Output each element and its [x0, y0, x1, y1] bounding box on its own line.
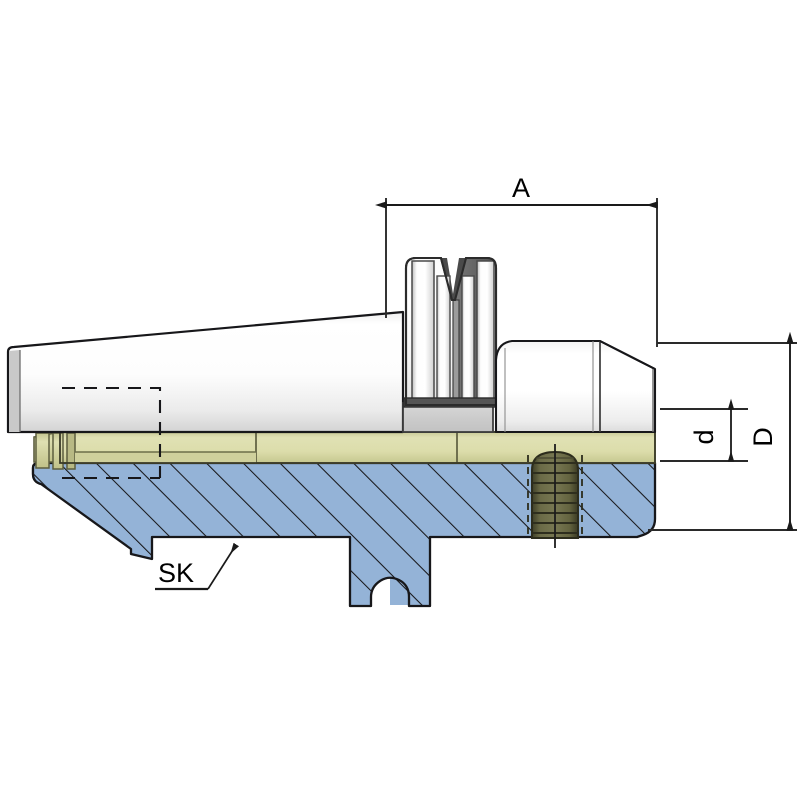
threaded-set-screw-hole	[527, 444, 583, 548]
flange-rib-3	[452, 299, 460, 405]
sectioned-material-outline	[31, 461, 657, 608]
rear-body-profile	[494, 339, 657, 434]
v-groove-shadow	[441, 258, 466, 300]
sk-label: SK	[158, 558, 194, 588]
chamfer-edge	[599, 340, 656, 370]
taper-tip-face	[9, 350, 20, 432]
flange-rib-5	[476, 260, 495, 405]
lower-section-assembly	[31, 461, 657, 608]
rear-body-outer-surface	[494, 339, 657, 434]
sk-leader-line	[207, 542, 240, 590]
dimension-d: d	[660, 398, 748, 462]
dim-A-label: A	[512, 173, 530, 203]
flange-rib-1	[411, 260, 435, 405]
bore-pocket	[75, 452, 256, 463]
flange-rib-4	[461, 275, 475, 405]
flange-outline-overlay	[404, 256, 498, 407]
dimension-D: D	[648, 331, 797, 531]
dim-D-label: D	[748, 427, 778, 447]
taper-outer-surface	[6, 310, 405, 480]
dimension-A: A	[374, 173, 658, 347]
hidden-detail-dashed	[62, 386, 162, 478]
taper-outer-profile	[6, 310, 405, 434]
bore-step-1	[35, 432, 50, 469]
annotation-SK: SK	[155, 542, 240, 591]
flange-rib-2	[436, 275, 451, 405]
gripper-groove-flange	[402, 256, 498, 433]
dim-d-label: d	[689, 429, 719, 444]
